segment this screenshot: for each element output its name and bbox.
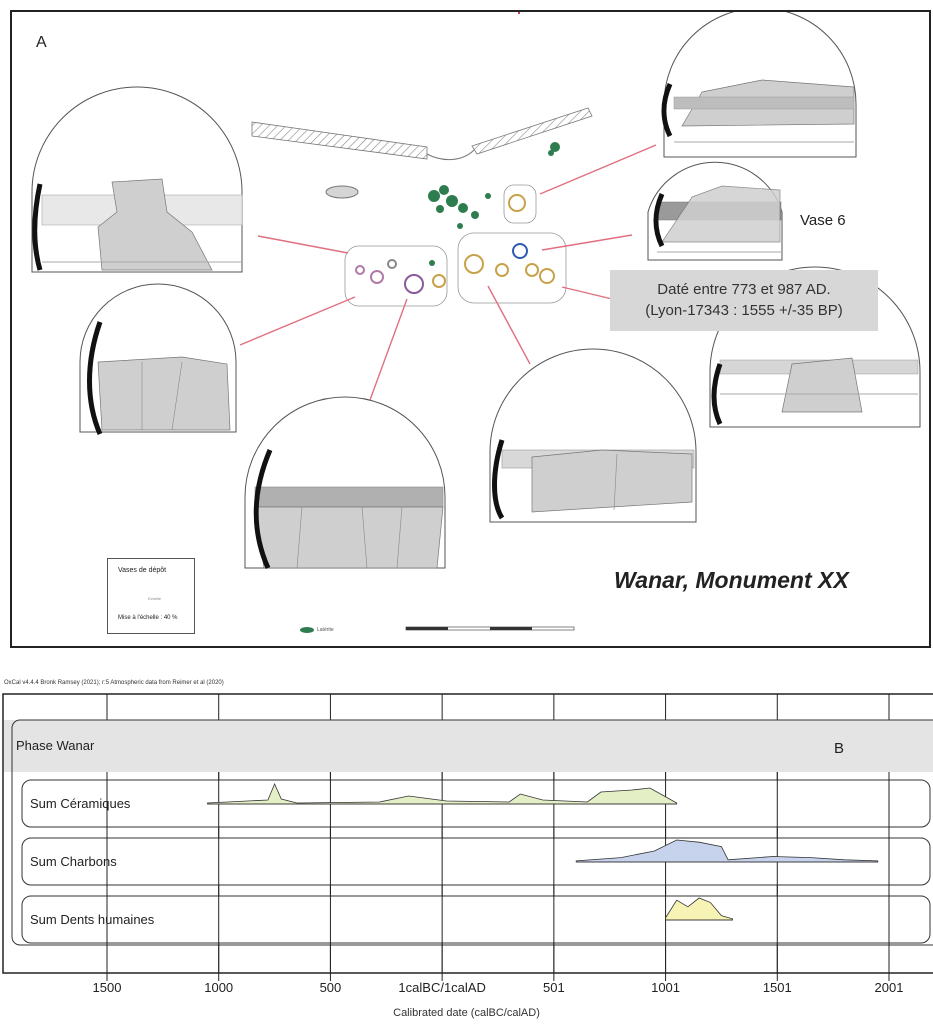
monument-title: Wanar, Monument XX: [614, 567, 849, 593]
hatched-band: [251, 121, 428, 160]
enclosure-right: [457, 232, 567, 304]
legend-footer: Mise à l'échelle : 40 %: [118, 615, 178, 621]
legend-box: Vases de dépôt Echelle Mise à l'échelle …: [107, 558, 195, 634]
oxcal-caption: OxCal v4.4.4 Bronk Ramsey (2021); r:5 At…: [4, 680, 224, 686]
tick-label: 500: [319, 980, 342, 995]
distribution-0: [207, 782, 678, 805]
laterite-swatch: [300, 627, 314, 633]
small-stone: [325, 185, 359, 199]
distribution-1: [575, 839, 879, 863]
vessel-profile-4: [489, 348, 697, 523]
tick-label: 1calBC/1calAD: [398, 980, 486, 995]
site-plan-panel: A Vase 6 Daté entre 773 et 987 AD. (Lyon…: [10, 10, 931, 648]
scale-bar: [405, 626, 575, 631]
enclosure-left: [344, 245, 448, 307]
date-line-1: Daté entre 773 et 987 AD.: [657, 281, 831, 298]
vessel-profile-2: [79, 283, 237, 436]
oxcal-chart: [2, 693, 933, 981]
tick-label: 501: [542, 980, 565, 995]
x-axis-label: Calibrated date (calBC/calAD): [393, 1007, 540, 1019]
distributions: [207, 782, 879, 921]
link-lines: [239, 144, 657, 401]
date-annotation: Daté entre 773 et 987 AD. (Lyon-17343 : …: [610, 270, 878, 331]
laterite-label: Latérite: [317, 627, 334, 633]
panel-letter-a: A: [36, 34, 47, 51]
legend-title: Vases de dépôt: [118, 567, 167, 574]
axis-ticks: [106, 973, 890, 981]
tick-label: 1000: [204, 980, 234, 995]
grid-lines-over: [106, 772, 890, 973]
vase-label: Vase 6: [800, 212, 846, 229]
legend-scale: Echelle: [148, 596, 162, 601]
phase-label: Phase Wanar: [16, 738, 95, 753]
row-label-ceramiques: Sum Céramiques: [30, 796, 131, 811]
panel-letter-b: B: [834, 740, 845, 757]
tick-label: 1501: [762, 980, 792, 995]
row-box-dents: [21, 895, 931, 944]
laterite-cluster: [428, 142, 560, 266]
tick-label: 1001: [651, 980, 681, 995]
vessel-profile-5: [661, 12, 857, 158]
vessel-profile-6: [647, 161, 783, 261]
vessel-profile-3: [244, 396, 446, 570]
tick-label: 1500: [92, 980, 122, 995]
row-label-dents: Sum Dents humaines: [30, 912, 155, 927]
vessel-rings: [355, 194, 555, 294]
distribution-2: [665, 897, 733, 921]
tick-label: 2001: [874, 980, 904, 995]
phase-band: [4, 720, 933, 772]
vessel-profile-1: [31, 86, 243, 273]
enclosure-top: [503, 184, 537, 224]
phase-outline: [11, 719, 933, 946]
row-label-charbons: Sum Charbons: [30, 854, 117, 869]
hatched-band-right: [471, 107, 593, 155]
date-line-2: (Lyon-17343 : 1555 +/-35 BP): [645, 302, 843, 319]
site-plan-drawing: [31, 12, 921, 633]
